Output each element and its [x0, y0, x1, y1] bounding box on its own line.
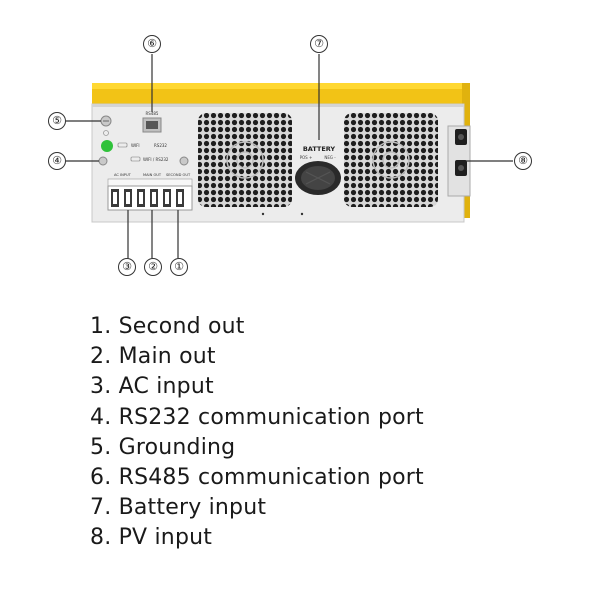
rs232-label: RS232: [154, 143, 167, 148]
neg-label: NEG -: [324, 155, 336, 160]
ground-symbol: [103, 130, 109, 136]
callout-7-battery-input: ⑦: [310, 35, 328, 53]
wifi-rs232-label: WIFI / RS232: [143, 157, 169, 162]
component-legend: 1. Second out 2. Main out 3. AC input 4.…: [90, 312, 424, 554]
wifi-label: WIFI: [131, 143, 140, 148]
rs232-port-screw-left: [98, 156, 108, 166]
main-out-label: MAIN OUT: [143, 173, 162, 177]
callout-4-rs232-port: ④: [48, 152, 66, 170]
callout-6-rs485-port: ⑥: [143, 35, 161, 53]
pos-label: POS +: [300, 155, 313, 160]
callout-5-grounding: ⑤: [48, 112, 66, 130]
second-out-label: SECOND OUT: [166, 173, 191, 177]
wifi-status-led: [101, 140, 113, 152]
legend-item-main-out: 2. Main out: [90, 344, 216, 370]
ac-input-label: AC INPUT: [114, 173, 132, 177]
legend-item-ac-input: 3. AC input: [90, 374, 214, 400]
rs232-port-screw-right: [179, 156, 189, 166]
battery-panel-label: BATTERY: [303, 145, 336, 153]
legend-item-grounding: 5. Grounding: [90, 434, 236, 460]
left-fan-grille: [198, 113, 292, 207]
legend-item-battery-input: 7. Battery input: [90, 495, 267, 521]
callout-1-second-out: ①: [170, 258, 188, 276]
legend-item-rs232-port: 4. RS232 communication port: [90, 404, 424, 430]
legend-item-rs485-port: 6. RS485 communication port: [90, 465, 424, 491]
rs485-port-label: RS485: [146, 111, 159, 116]
callout-leader-lines: [66, 54, 513, 258]
callout-3-ac-input: ③: [118, 258, 136, 276]
right-fan-grille: [344, 113, 438, 207]
inverter-rear-panel-illustration: BATTERY POS + NEG - RS485 WIFI RS232 WIF…: [66, 54, 513, 258]
legend-item-second-out: 1. Second out: [90, 314, 245, 339]
legend-item-pv-input: 8. PV input: [90, 525, 213, 551]
callout-8-pv-input: ⑧: [514, 152, 532, 170]
terminal-label-strip: [107, 178, 193, 187]
callout-2-main-out: ②: [144, 258, 162, 276]
inverter-diagram: BATTERY POS + NEG - RS485 WIFI RS232 WIF…: [48, 35, 532, 276]
